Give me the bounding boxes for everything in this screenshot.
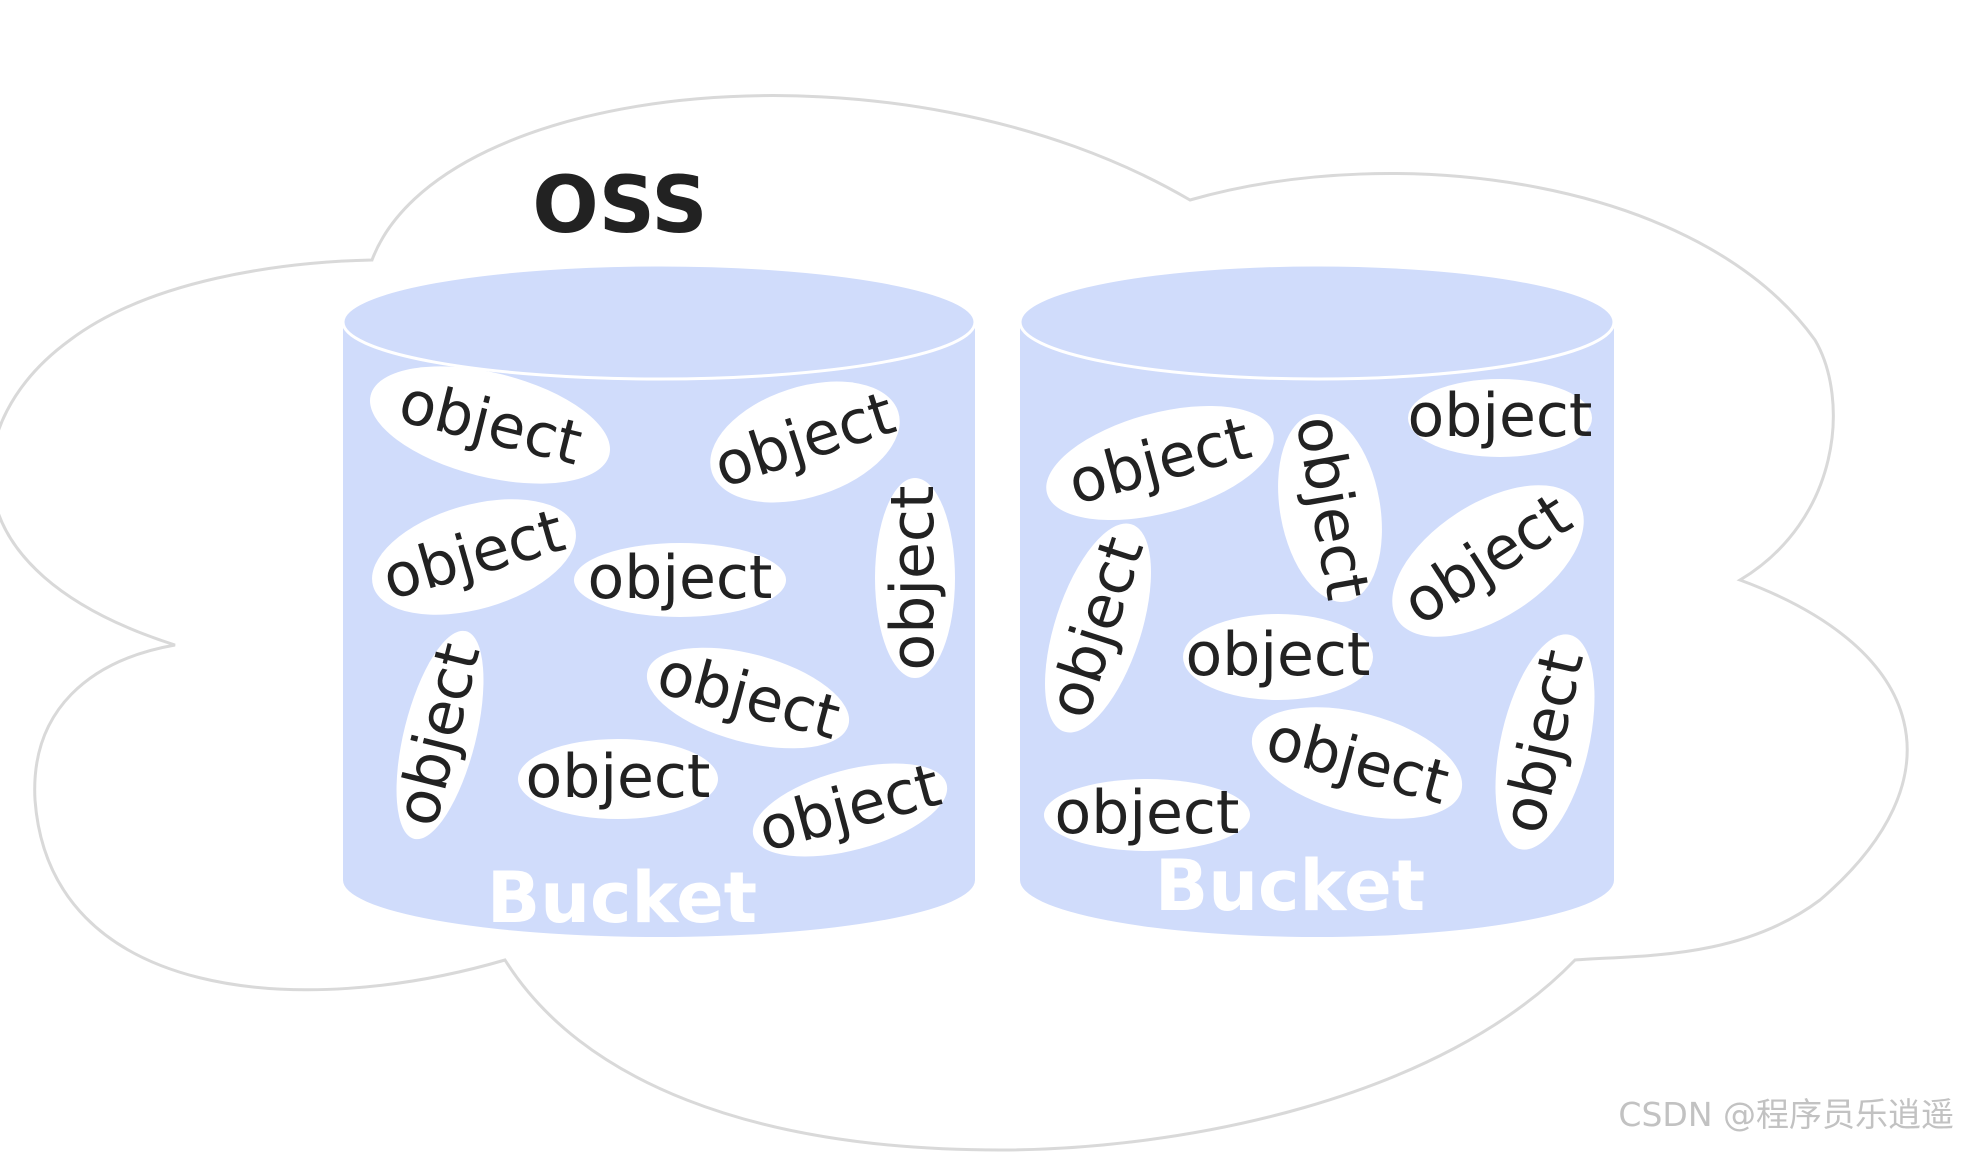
object-ellipse bbox=[518, 739, 718, 819]
bucket-1-object-5: object bbox=[875, 478, 955, 678]
object-ellipse bbox=[1495, 634, 1595, 850]
object-ellipse bbox=[369, 366, 611, 484]
bucket-1-object-4: object bbox=[574, 543, 786, 617]
object-label: object bbox=[1408, 381, 1593, 451]
object-ellipse bbox=[1044, 779, 1250, 851]
object-ellipse bbox=[710, 381, 900, 503]
object-label: object bbox=[1186, 620, 1371, 690]
object-ellipse bbox=[1392, 485, 1584, 637]
bucket-2-object-8: object bbox=[1044, 778, 1250, 851]
object-ellipse bbox=[574, 543, 786, 617]
object-ellipse bbox=[875, 478, 955, 678]
object-ellipse bbox=[396, 630, 484, 840]
object-label: object bbox=[1055, 778, 1240, 848]
bucket-2-top bbox=[1018, 263, 1616, 381]
object-ellipse bbox=[1183, 614, 1373, 700]
bucket-1-top bbox=[341, 263, 977, 381]
object-label: object bbox=[878, 486, 948, 671]
bucket-2-object-3: object bbox=[1408, 379, 1593, 457]
bucket-2-object-1: object bbox=[1046, 403, 1274, 521]
object-ellipse bbox=[1408, 379, 1592, 457]
object-label: object bbox=[588, 543, 773, 613]
object-ellipse bbox=[1251, 707, 1463, 819]
bucket-2-bottom bbox=[1020, 823, 1614, 937]
object-ellipse bbox=[372, 499, 576, 615]
watermark: CSDN @程序员乐逍遥 bbox=[1618, 1095, 1954, 1134]
bucket-2-label: Bucket bbox=[1155, 845, 1425, 927]
object-label: object bbox=[526, 742, 711, 812]
bucket-1-label: Bucket bbox=[487, 857, 757, 939]
object-ellipse bbox=[752, 763, 948, 857]
oss-title: OSS bbox=[532, 161, 707, 251]
object-ellipse bbox=[1046, 405, 1274, 521]
bucket-2-object-9: object bbox=[1488, 634, 1598, 850]
bucket-2-object-6: object bbox=[1183, 614, 1373, 700]
object-ellipse bbox=[1278, 414, 1382, 602]
object-ellipse bbox=[646, 647, 850, 749]
object-ellipse bbox=[1045, 523, 1151, 733]
bucket-1-object-8: object bbox=[518, 739, 718, 819]
